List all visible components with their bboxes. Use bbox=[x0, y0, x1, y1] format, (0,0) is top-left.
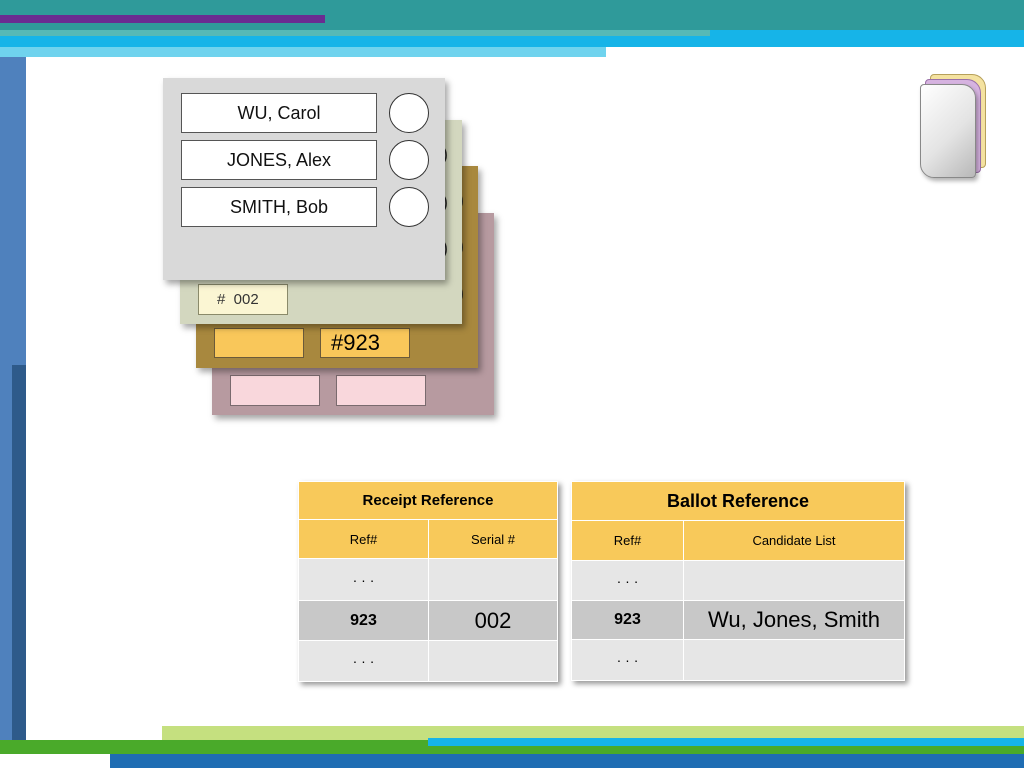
sage-paren-1: ) bbox=[442, 144, 448, 164]
receipt-header-ref: Ref# bbox=[298, 519, 429, 559]
table-row: · · · bbox=[571, 639, 905, 681]
pink-field-2 bbox=[336, 375, 426, 406]
receipt-cell: 002 bbox=[428, 600, 558, 641]
table-row: 923 Wu, Jones, Smith bbox=[571, 600, 905, 640]
ballot-cell bbox=[683, 560, 905, 601]
receipt-cell: · · · bbox=[298, 558, 429, 601]
ballot-reference-table: Ballot Reference Ref# Candidate List · ·… bbox=[571, 481, 905, 681]
footer-light-green-bar bbox=[162, 726, 1024, 740]
receipt-cell: · · · bbox=[298, 640, 429, 682]
table-row: · · · bbox=[571, 560, 905, 601]
receipt-cell bbox=[428, 558, 558, 601]
candidate-name-1: WU, Carol bbox=[237, 102, 321, 123]
receipt-cell bbox=[428, 640, 558, 682]
ballot-cell: 923 bbox=[571, 600, 684, 640]
vote-circle-1[interactable] bbox=[389, 93, 429, 133]
vote-circle-2[interactable] bbox=[389, 140, 429, 180]
ballot-table-title: Ballot Reference bbox=[571, 481, 905, 521]
left-dark-blue-bar bbox=[12, 365, 26, 747]
stacked-documents-icon bbox=[918, 70, 992, 180]
table-row: · · · bbox=[298, 640, 558, 682]
sage-paren-2: ) bbox=[442, 192, 448, 212]
header-light-teal-strip bbox=[0, 30, 710, 36]
candidate-box-3: SMITH, Bob bbox=[181, 187, 377, 227]
footer-blue-bar bbox=[110, 754, 1024, 768]
candidate-box-2: JONES, Alex bbox=[181, 140, 377, 180]
candidate-box-1: WU, Carol bbox=[181, 93, 377, 133]
footer-cyan-strip bbox=[428, 738, 1024, 746]
ballot-card-front: WU, Carol JONES, Alex SMITH, Bob bbox=[163, 78, 445, 280]
table-row: · · · bbox=[298, 558, 558, 601]
serial-field: # 002 bbox=[198, 284, 288, 315]
pink-field-1 bbox=[230, 375, 320, 406]
header-light-cyan-bar bbox=[0, 47, 606, 57]
candidate-name-2: JONES, Alex bbox=[226, 149, 332, 170]
table-row: 923 002 bbox=[298, 600, 558, 641]
ballot-cell: · · · bbox=[571, 639, 684, 681]
receipt-table-title: Receipt Reference bbox=[298, 481, 558, 520]
receipt-reference-table: Receipt Reference Ref# Serial # · · · 92… bbox=[298, 481, 558, 682]
ref-number-label: #923 bbox=[331, 330, 380, 355]
receipt-cell: 923 bbox=[298, 600, 429, 641]
receipt-header-serial: Serial # bbox=[428, 519, 558, 559]
ballot-header-ref: Ref# bbox=[571, 520, 684, 561]
ballot-cell: · · · bbox=[571, 560, 684, 601]
sage-paren-3: ) bbox=[442, 238, 448, 258]
ballot-cell bbox=[683, 639, 905, 681]
ballot-cell: Wu, Jones, Smith bbox=[683, 600, 905, 640]
ballot-header-candidates: Candidate List bbox=[683, 520, 905, 561]
serial-label: # 002 bbox=[217, 291, 259, 308]
header-purple-bar bbox=[0, 15, 325, 23]
brown-field-1 bbox=[214, 328, 304, 358]
vote-circle-3[interactable] bbox=[389, 187, 429, 227]
ref-number-field: #923 bbox=[320, 328, 410, 358]
candidate-name-3: SMITH, Bob bbox=[229, 196, 329, 217]
